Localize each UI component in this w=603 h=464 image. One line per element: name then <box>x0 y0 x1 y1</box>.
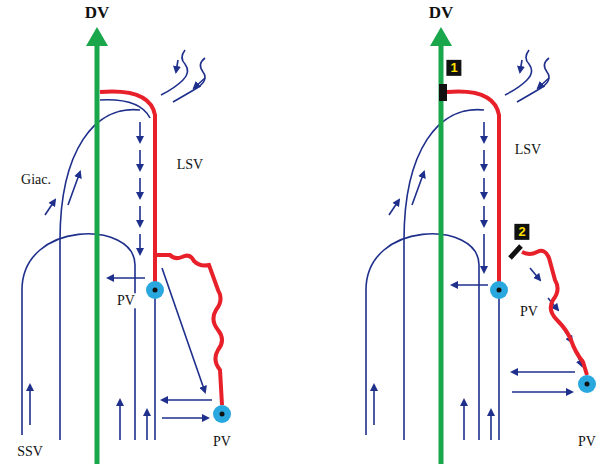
vessel-label: DV <box>83 4 112 23</box>
callout-number: 2 <box>514 224 529 240</box>
vessel-label: PV <box>211 434 233 449</box>
vessel-label: SSV <box>15 444 45 459</box>
vessel-label: PV <box>576 434 598 449</box>
callout-number: 1 <box>446 60 461 76</box>
vessel-label: PV <box>115 293 137 308</box>
vessel-label: LSV <box>513 142 543 157</box>
vessel-label: LSV <box>175 157 205 172</box>
vessel-label: PV <box>518 304 540 319</box>
vessel-label: DV <box>427 4 456 23</box>
vessel-label: Giac. <box>19 172 53 187</box>
